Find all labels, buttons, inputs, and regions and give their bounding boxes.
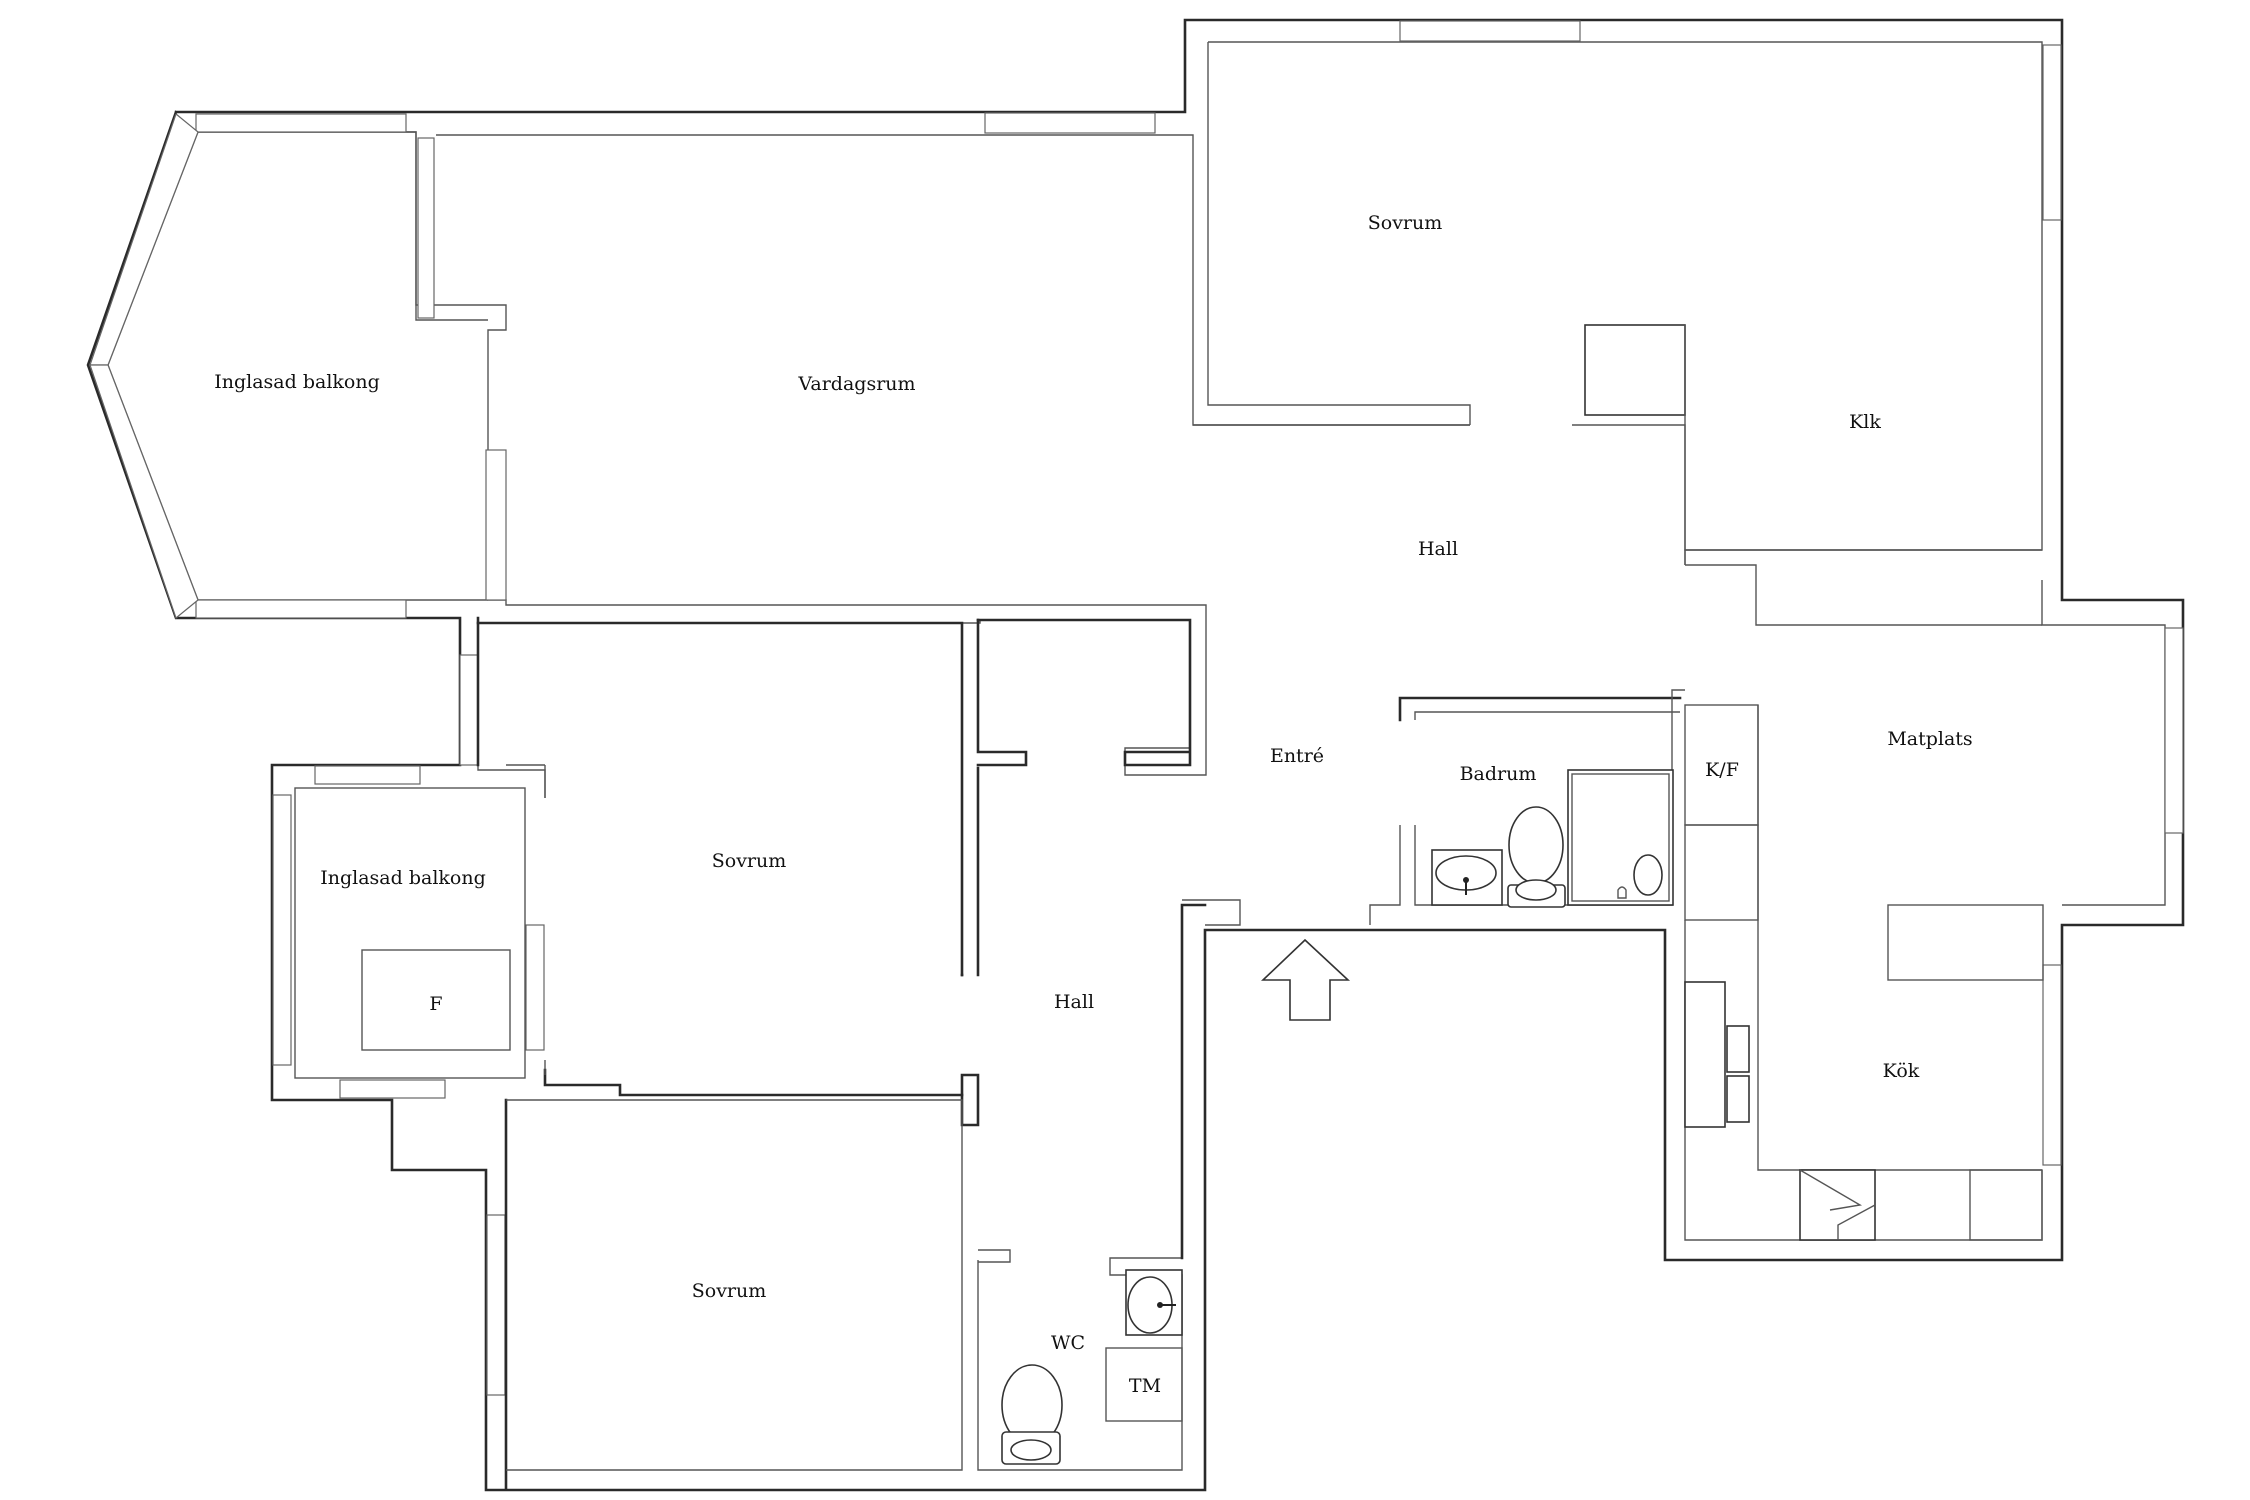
label-balcony-west: Inglasad balkong — [214, 371, 380, 393]
label-entrance: Entré — [1270, 745, 1324, 767]
outer-walls — [86, 18, 2185, 1492]
label-wc: WC — [1051, 1332, 1085, 1354]
label-bedroom-south: Sovrum — [692, 1280, 767, 1302]
label-washer: TM — [1129, 1375, 1161, 1397]
wc-fixtures — [1001, 1269, 1183, 1465]
balcony-west-outline — [89, 113, 507, 620]
room-labels: Inglasad balkong Vardagsrum Sovrum Klk H… — [214, 212, 1972, 1397]
label-kitchen: Kök — [1883, 1060, 1920, 1082]
label-bathroom: Badrum — [1460, 763, 1537, 785]
label-bedroom-north: Sovrum — [1368, 212, 1443, 234]
label-fridge-freezer: K/F — [1705, 759, 1739, 781]
label-living-room: Vardagsrum — [797, 373, 915, 395]
label-hall-north: Hall — [1418, 538, 1458, 560]
bathroom-fixtures — [1431, 769, 1674, 908]
windows — [272, 20, 2184, 1396]
label-balcony-small: Inglasad balkong — [320, 867, 486, 889]
balcony-fixture-box — [361, 949, 511, 1051]
toilet-icon — [1508, 806, 1564, 884]
label-bedroom-middle: Sovrum — [712, 850, 787, 872]
label-balcony-fixture: F — [429, 993, 442, 1015]
label-dining: Matplats — [1887, 728, 1972, 750]
label-closet-klk: Klk — [1849, 411, 1881, 433]
entrance-arrow-icon — [1261, 938, 1351, 1021]
label-hall-south: Hall — [1054, 991, 1094, 1013]
interior-walls — [294, 324, 2044, 1490]
